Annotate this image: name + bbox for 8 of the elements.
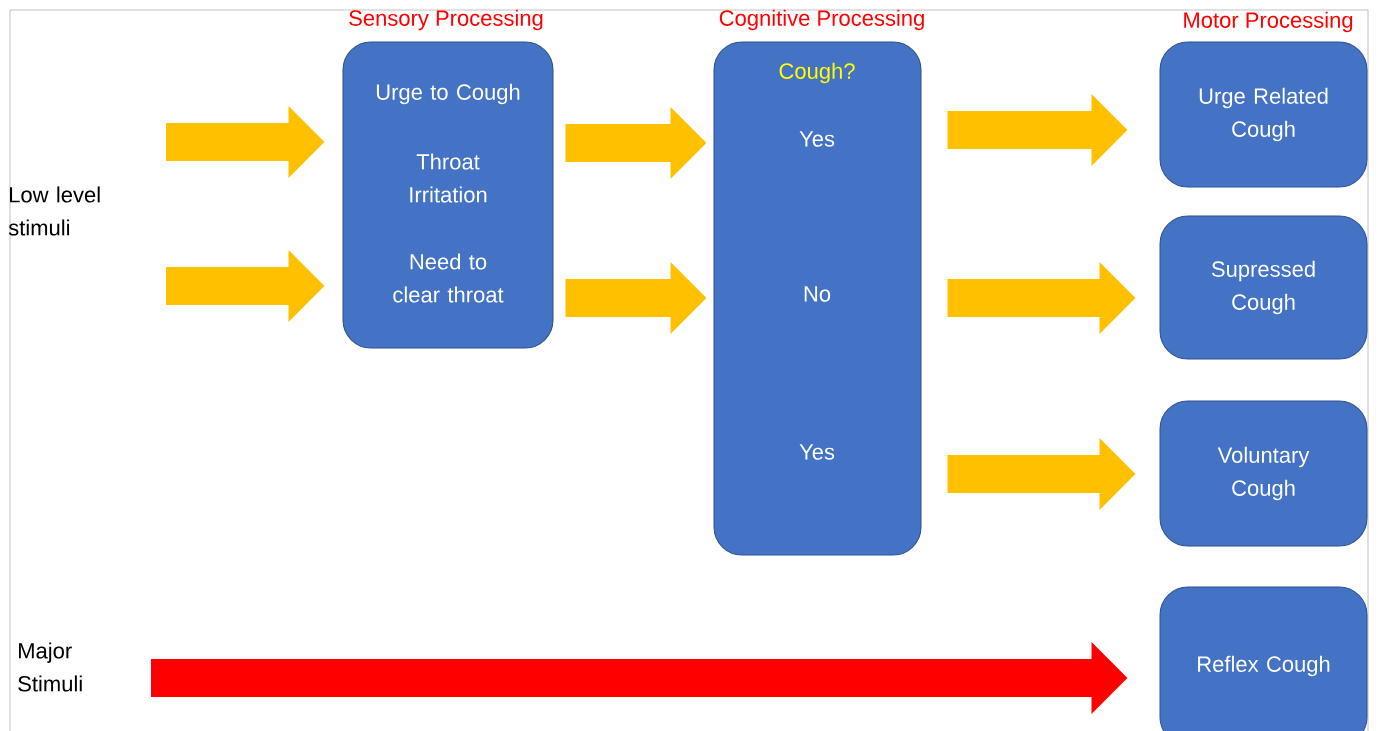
stimulus-label: Major Stimuli bbox=[18, 642, 82, 692]
stimulus-label: Low level stimuli bbox=[8, 186, 100, 236]
process-box: Cough? Yes No Yes bbox=[713, 41, 922, 556]
process-box: Urge Related Cough bbox=[1159, 41, 1368, 188]
process-box: Voluntary Cough bbox=[1159, 400, 1368, 547]
process-box: Reflex Cough bbox=[1159, 586, 1368, 731]
process-box: Supressed Cough bbox=[1159, 215, 1368, 360]
process-box: Urge to Cough Throat Irritation Need to clear throat bbox=[342, 41, 554, 349]
